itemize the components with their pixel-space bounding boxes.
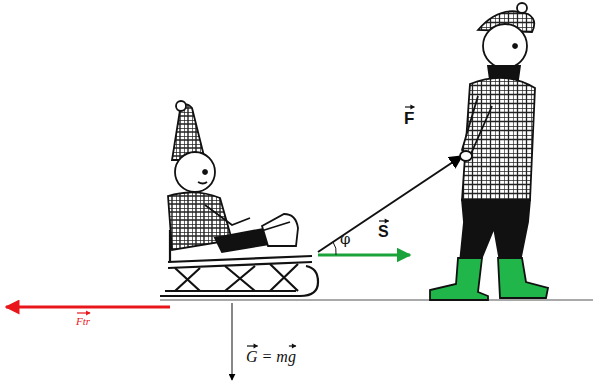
force-arrow — [318, 156, 462, 252]
boy-figure — [430, 3, 548, 300]
child-figure — [168, 101, 298, 252]
gravity-label: G = mg — [246, 343, 296, 365]
displacement-arrow — [318, 254, 410, 257]
friction-label: Ftr — [76, 310, 90, 327]
gravity-arrow — [232, 303, 233, 380]
friction-arrow — [6, 306, 170, 309]
ground-line — [160, 299, 593, 300]
angle-label: φ — [340, 226, 351, 247]
displacement-label: S — [378, 218, 389, 240]
vector-arrowhead — [385, 219, 390, 224]
vector-arrowhead — [254, 344, 258, 349]
vector-arrowhead — [292, 344, 297, 349]
force-label: F — [404, 104, 414, 127]
angle-arc — [333, 242, 336, 255]
vector-arrowhead — [86, 311, 91, 316]
vector-arrowhead — [410, 105, 415, 110]
